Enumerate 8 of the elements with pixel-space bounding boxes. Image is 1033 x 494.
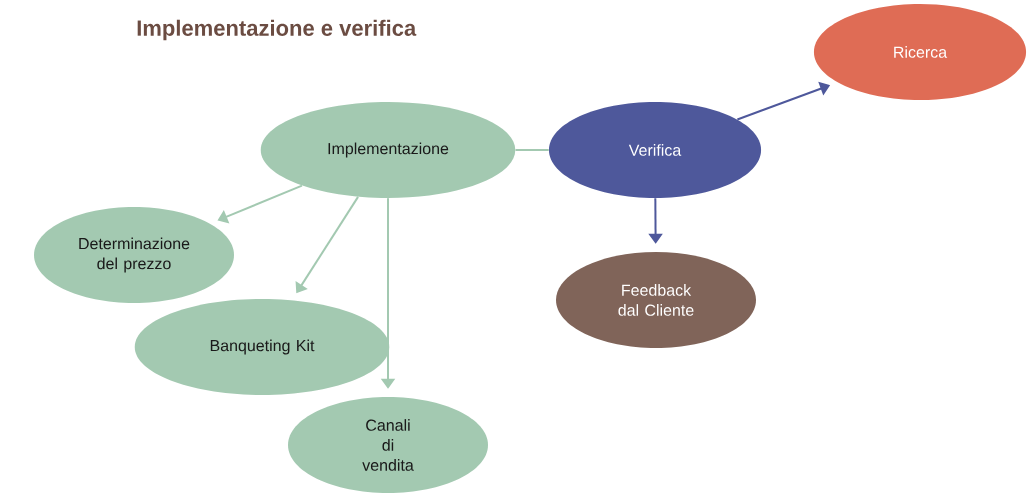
title: Implementazione e verifica [137,19,417,41]
ellipse-node: Implementazione [260,102,516,198]
ellipse-node: Feedback dal Cliente [556,252,756,348]
ellipse-node: Canali di vendita [288,397,488,493]
ellipse-node: Verifica [548,102,762,198]
ellipse-node: Ricerca [813,4,1027,100]
ellipse-node: Determinazione del prezzo [34,207,234,303]
ellipse-node: Banqueting Kit [134,299,390,395]
